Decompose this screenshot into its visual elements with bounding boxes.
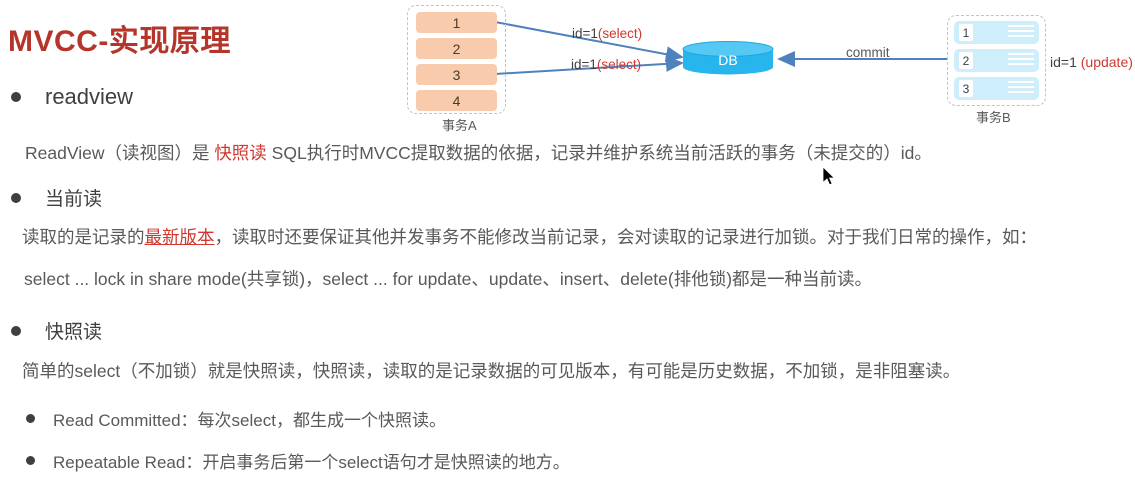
text: ，读取时还要保证其他并发事务不能修改当前记录，会对读取的记录进行加锁。对于我们日… xyxy=(214,227,1038,247)
select-arrow-bottom-label: id=1(select) xyxy=(571,57,641,72)
page-title: MVCC-实现原理 xyxy=(8,25,231,58)
db-label: DB xyxy=(718,52,737,68)
highlight-text: 最新版本 xyxy=(144,227,215,247)
highlight-text: 快照读 xyxy=(214,143,267,163)
label-update: (update) xyxy=(1080,54,1133,70)
snapshot-bullet-repeatable-read: Repeatable Read：开启事务后第一个select语句才是快照读的地方… xyxy=(26,448,570,473)
heading-current-read: 当前读 xyxy=(11,184,102,211)
heading-text: 快照读 xyxy=(45,322,103,343)
txn-a-row: 4 xyxy=(416,90,497,111)
row-lines-icon xyxy=(1008,81,1034,96)
txn-a-row: 1 xyxy=(416,12,497,33)
text: SQL执行时MVCC提取数据的依据，记录并维护系统当前活跃的事务（未提交的）id… xyxy=(266,143,932,163)
bullet-icon xyxy=(11,92,21,102)
transaction-b-caption: 事务B xyxy=(976,110,1011,125)
label-id: id=1 xyxy=(572,26,598,41)
text: ReadView（读视图）是 xyxy=(25,143,215,163)
bullet-text: Repeatable Read：开启事务后第一个select语句才是快照读的地方… xyxy=(53,453,570,472)
commit-arrow-label: commit xyxy=(846,45,890,60)
snapshot-read-paragraph: 简单的select（不加锁）就是快照读，快照读，读取的是记录数据的可见版本，有可… xyxy=(22,361,961,381)
row-lines-icon xyxy=(1008,53,1034,68)
heading-readview: readview xyxy=(11,84,133,110)
bullet-text: Read Committed：每次select，都生成一个快照读。 xyxy=(53,411,446,430)
bullet-icon xyxy=(26,456,35,465)
db-cylinder: DB xyxy=(682,41,774,75)
bullet-icon xyxy=(26,414,35,423)
txn-a-row: 3 xyxy=(416,64,497,85)
snapshot-bullet-read-committed: Read Committed：每次select，都生成一个快照读。 xyxy=(26,406,446,431)
txn-a-row: 2 xyxy=(416,38,497,59)
select-arrow-top-label: id=1(select) xyxy=(572,26,642,41)
readview-paragraph: ReadView（读视图）是 快照读 SQL执行时MVCC提取数据的依据，记录并… xyxy=(25,140,932,165)
label-id: id=1 xyxy=(1050,54,1081,70)
transaction-a-box: 1 2 3 4 xyxy=(407,5,506,114)
mouse-cursor-icon xyxy=(822,166,836,186)
label-select: (select) xyxy=(596,57,642,72)
row-number-chip: 2 xyxy=(959,52,973,69)
row-number-chip: 1 xyxy=(959,24,973,41)
txn-b-row: 3 xyxy=(954,77,1039,100)
heading-snapshot-read: 快照读 xyxy=(11,317,102,344)
text: 读取的是记录的 xyxy=(22,227,145,247)
heading-text: 当前读 xyxy=(45,189,103,210)
heading-text: readview xyxy=(45,84,134,109)
bullet-icon xyxy=(11,192,21,203)
label-select: (select) xyxy=(597,26,643,41)
update-annotation: id=1 (update) xyxy=(1050,54,1133,70)
txn-b-row: 1 xyxy=(954,21,1039,44)
current-read-paragraph-1: 读取的是记录的最新版本，读取时还要保证其他并发事务不能修改当前记录，会对读取的记… xyxy=(22,224,1037,249)
transaction-b-box: 1 2 3 xyxy=(947,15,1046,106)
txn-b-row: 2 xyxy=(954,49,1039,72)
label-id: id=1 xyxy=(571,57,597,72)
bullet-icon xyxy=(11,325,21,336)
row-number-chip: 3 xyxy=(959,80,973,97)
current-read-paragraph-2: select ... lock in share mode(共享锁)，selec… xyxy=(24,269,873,289)
transaction-a-caption: 事务A xyxy=(442,118,477,133)
row-lines-icon xyxy=(1008,25,1034,40)
